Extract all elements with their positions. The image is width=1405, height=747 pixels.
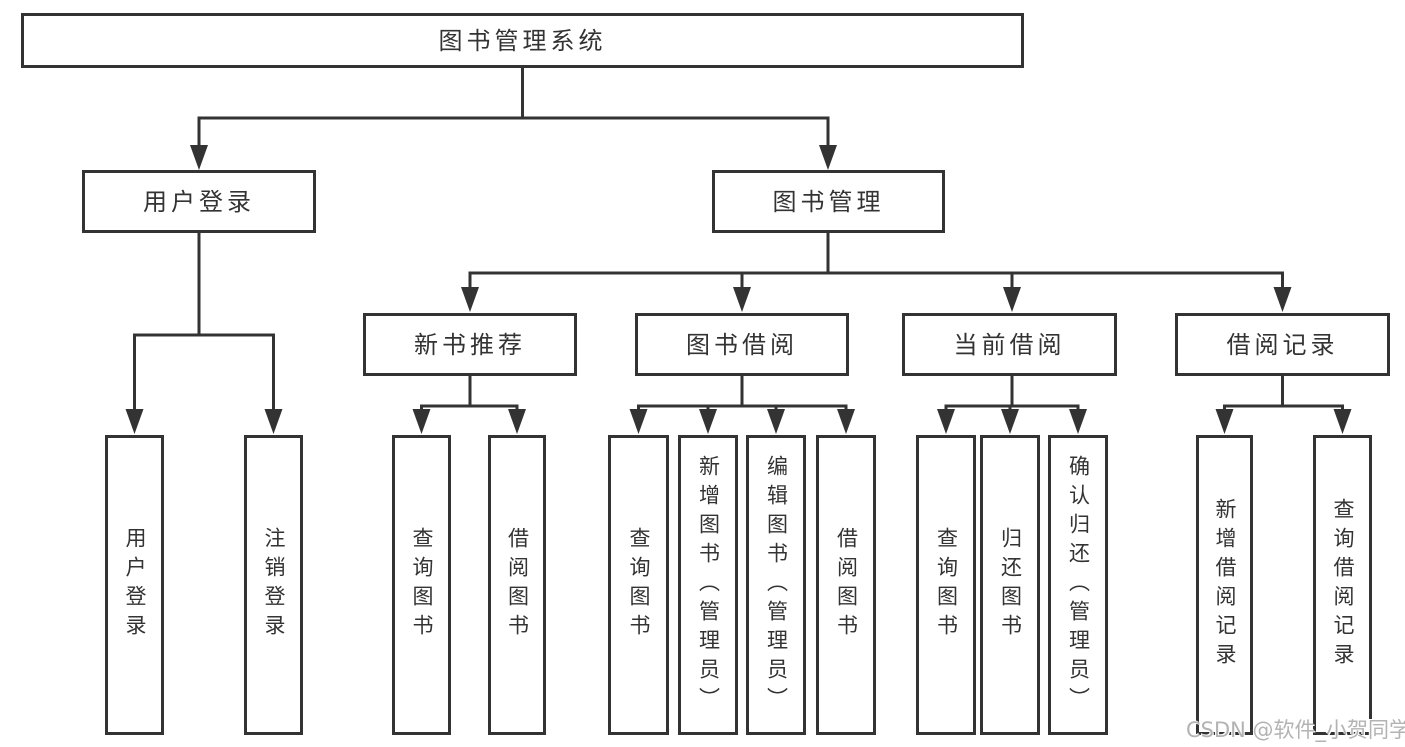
node-new-book-recommend-label: 新书推荐 [414, 330, 526, 359]
leaf-add-book-admin-label: 新增图书（管理员） [696, 454, 721, 716]
watermark: CSDN @软件_小贺同学 [1186, 718, 1405, 742]
leaf-add-borrow-record-label: 新增借阅记录 [1213, 498, 1237, 672]
node-root-label: 图书管理系统 [438, 26, 607, 55]
leaf-borrow-books-recommend-label: 借阅图书 [505, 527, 530, 643]
leaf-query-books-current: 查询图书 [916, 435, 976, 735]
leaf-logout-label: 注销登录 [262, 527, 286, 643]
leaf-confirm-return-admin-label: 确认归还（管理员） [1066, 454, 1091, 716]
leaf-query-books-current-label: 查询图书 [934, 527, 959, 643]
leaf-borrow-books-borrowing-label: 借阅图书 [834, 527, 859, 643]
leaf-logout: 注销登录 [244, 435, 303, 735]
leaf-add-book-admin: 新增图书（管理员） [678, 435, 738, 735]
leaf-user-login: 用户登录 [105, 435, 164, 735]
leaf-borrow-books-recommend: 借阅图书 [488, 435, 546, 735]
node-borrowing-records-label: 借阅记录 [1226, 330, 1339, 359]
leaf-edit-book-admin: 编辑图书（管理员） [746, 435, 806, 735]
leaf-edit-book-admin-label: 编辑图书（管理员） [764, 454, 789, 716]
node-borrowing-records: 借阅记录 [1175, 313, 1390, 376]
leaf-query-borrow-record: 查询借阅记录 [1313, 435, 1372, 735]
leaf-query-books-borrowing-label: 查询图书 [627, 527, 651, 643]
leaf-confirm-return-admin: 确认归还（管理员） [1048, 435, 1108, 735]
node-new-book-recommend: 新书推荐 [363, 313, 577, 376]
node-root: 图书管理系统 [21, 13, 1024, 68]
leaf-borrow-books-borrowing: 借阅图书 [816, 435, 876, 735]
node-book-management: 图书管理 [712, 170, 945, 233]
node-user-login: 用户登录 [82, 170, 316, 233]
node-current-borrowing: 当前借阅 [902, 313, 1117, 376]
leaf-query-books-borrowing: 查询图书 [608, 435, 669, 735]
leaf-query-books-recommend-label: 查询图书 [410, 527, 434, 643]
node-book-borrowing: 图书借阅 [635, 313, 849, 376]
node-book-management-label: 图书管理 [772, 187, 885, 216]
leaf-return-book-label: 归还图书 [998, 527, 1023, 643]
node-user-login-label: 用户登录 [143, 187, 255, 216]
node-current-borrowing-label: 当前借阅 [953, 330, 1066, 359]
leaf-query-books-recommend: 查询图书 [392, 435, 451, 735]
leaf-add-borrow-record: 新增借阅记录 [1196, 435, 1253, 735]
leaf-return-book: 归还图书 [980, 435, 1040, 735]
leaf-user-login-label: 用户登录 [123, 527, 147, 643]
leaf-query-borrow-record-label: 查询借阅记录 [1331, 498, 1355, 672]
node-book-borrowing-label: 图书借阅 [686, 330, 798, 359]
